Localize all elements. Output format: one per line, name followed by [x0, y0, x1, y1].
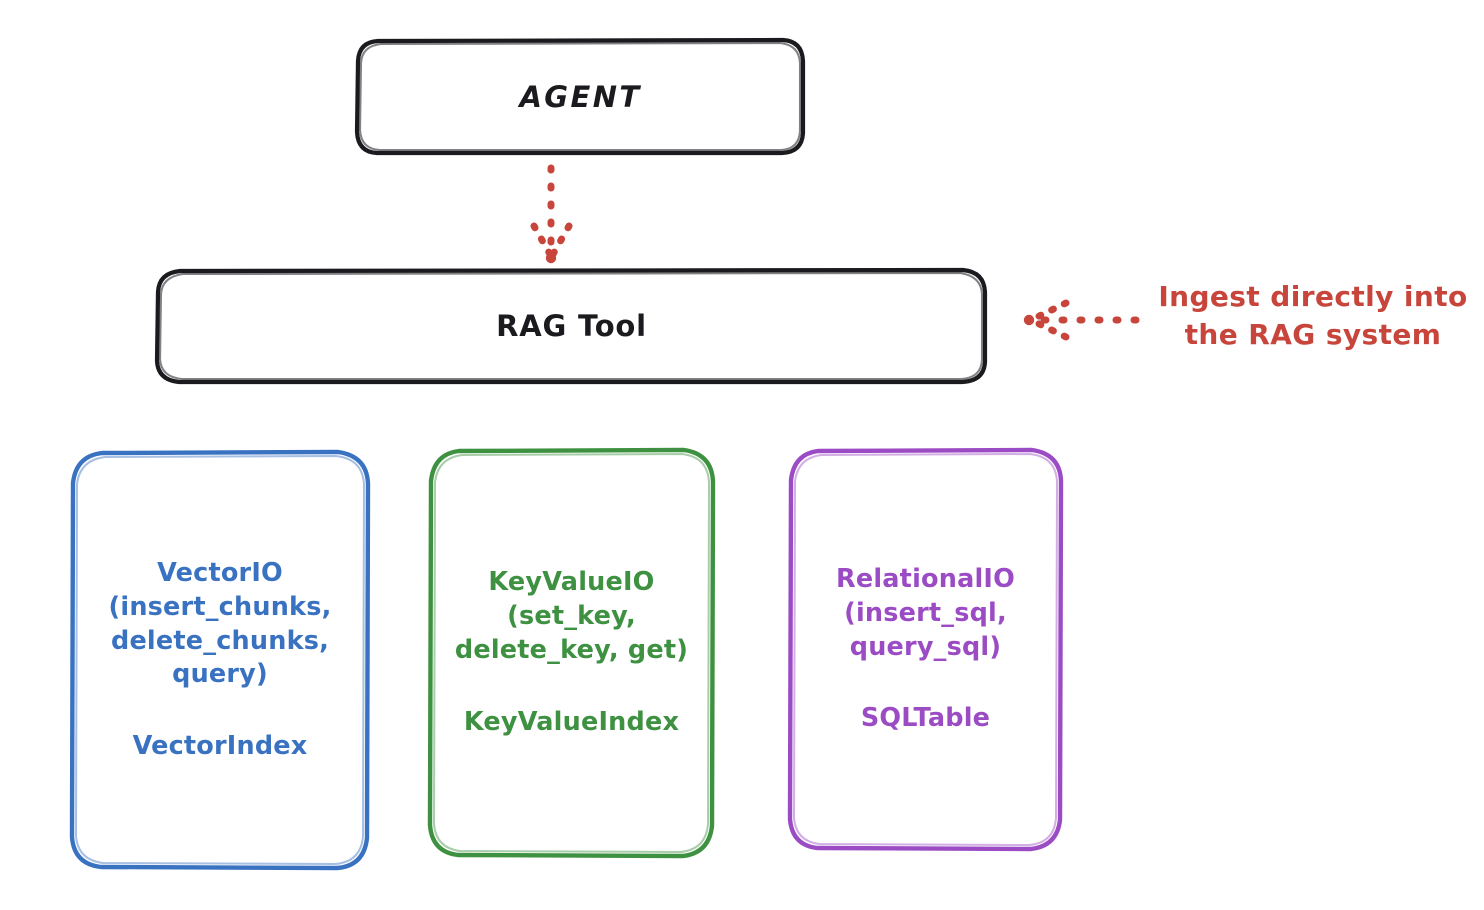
- relational-io-box-outline: [787, 447, 1064, 852]
- vector-io-stack: VectorIO (insert_chunks, delete_chunks, …: [72, 557, 368, 765]
- vector-io-api-label: VectorIO (insert_chunks, delete_chunks, …: [108, 557, 332, 690]
- key-value-io-box-outline: [427, 447, 716, 859]
- agent-node[interactable]: AGENT: [357, 40, 804, 154]
- agent-box-outline: [354, 37, 806, 156]
- key-value-io-index-label: KeyValueIndex: [463, 706, 680, 737]
- agent-label: AGENT: [519, 79, 642, 114]
- vector-io-box-outline: [69, 449, 371, 871]
- relational-io-api-label: RelationalIO (insert_sql, query_sql): [836, 563, 1015, 662]
- rag-tool-node[interactable]: RAG Tool: [157, 270, 986, 383]
- relational-io-stack: RelationalIO (insert_sql, query_sql) SQL…: [790, 563, 1061, 737]
- key-value-io-node[interactable]: KeyValueIO (set_key, delete_key, get) Ke…: [430, 450, 713, 856]
- key-value-io-stack: KeyValueIO (set_key, delete_key, get) Ke…: [430, 566, 713, 740]
- ingest-to-rag-tool-arrow: [1023, 299, 1140, 341]
- key-value-io-api-label: KeyValueIO (set_key, delete_key, get): [454, 567, 689, 665]
- agent-to-rag-tool-arrow: [530, 164, 573, 264]
- vector-io-node[interactable]: VectorIO (insert_chunks, delete_chunks, …: [72, 452, 368, 869]
- relational-io-node[interactable]: RelationalIO (insert_sql, query_sql) SQL…: [790, 450, 1061, 849]
- ingest-annotation-label: Ingest directly into the RAG system: [1158, 280, 1468, 352]
- rag-tool-box-outline: [154, 267, 988, 385]
- rag-tool-label: RAG Tool: [496, 309, 647, 344]
- vector-io-index-label: VectorIndex: [132, 731, 308, 762]
- relational-io-index-label: SQLTable: [860, 703, 991, 734]
